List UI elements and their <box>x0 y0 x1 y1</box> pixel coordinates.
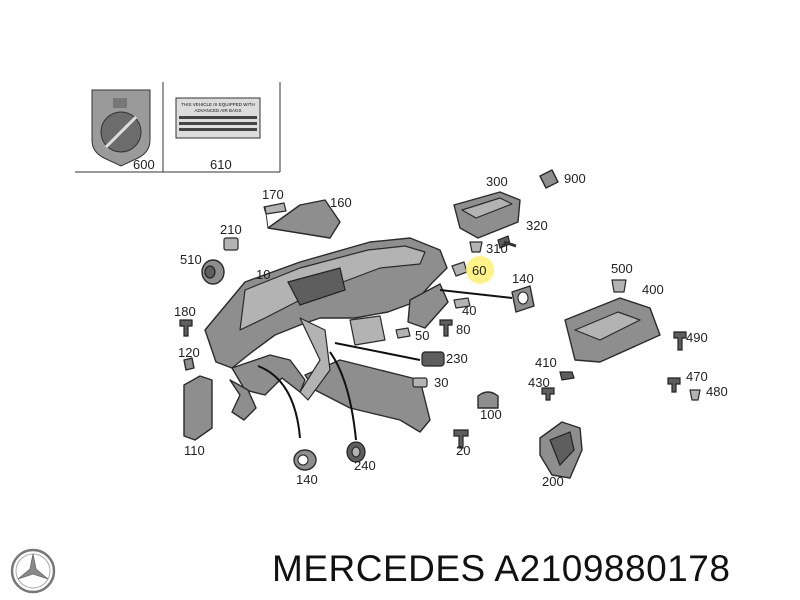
callout-320: 320 <box>526 218 548 233</box>
part-140-right <box>511 285 535 313</box>
callout-400: 400 <box>642 282 664 297</box>
callout-310: 310 <box>486 241 508 256</box>
callout-20: 20 <box>456 443 470 458</box>
callout-10: 10 <box>256 267 270 282</box>
callout-40: 40 <box>462 303 476 318</box>
callout-500: 500 <box>611 261 633 276</box>
part-470 <box>667 377 681 393</box>
callout-labels: 170 160 210 510 10 180 120 110 140 240 2… <box>174 171 728 489</box>
part-40 <box>453 297 471 309</box>
part-480 <box>689 389 701 401</box>
callout-210: 210 <box>220 222 242 237</box>
part-320 <box>497 235 517 249</box>
callout-510: 510 <box>180 252 202 267</box>
leader-lines <box>257 205 513 441</box>
airbag-warning-label-icon <box>91 89 151 167</box>
part-410 <box>559 371 575 381</box>
labels-box: 600 THIS VEHICLE IS EQUIPPED WITH ADVANC… <box>75 82 281 173</box>
part-30 <box>412 377 428 388</box>
mercedes-star-icon <box>10 548 56 594</box>
callout-300: 300 <box>486 174 508 189</box>
part-240 <box>346 441 366 463</box>
callout-140-bottom: 140 <box>296 472 318 487</box>
brand-part-number: MERCEDES A2109880178 <box>272 548 731 589</box>
part-100 <box>477 391 499 409</box>
label-line-2: ADVANCED AIR BAGS <box>195 108 242 113</box>
part-430 <box>541 387 555 401</box>
part-900 <box>539 169 559 189</box>
callout-60-highlight <box>466 256 494 284</box>
part-140-bottom <box>293 449 317 471</box>
callout-140-right: 140 <box>512 271 534 286</box>
callout-120: 120 <box>178 345 200 360</box>
callout-240: 240 <box>354 458 376 473</box>
callout-490: 490 <box>686 330 708 345</box>
callout-50: 50 <box>415 328 429 343</box>
part-200 <box>539 421 583 479</box>
part-300 <box>453 191 521 239</box>
callout-60: 60 <box>472 263 486 278</box>
callout-410: 410 <box>535 355 557 370</box>
callout-80: 80 <box>456 322 470 337</box>
part-80 <box>439 319 453 337</box>
part-160 <box>267 199 341 239</box>
callout-430: 430 <box>528 375 550 390</box>
part-510 <box>201 259 225 285</box>
part-50 <box>395 327 411 339</box>
part-180 <box>179 319 193 337</box>
callout-900: 900 <box>564 171 586 186</box>
part-310 <box>469 241 483 253</box>
part-20 <box>453 429 469 449</box>
callout-100: 100 <box>480 407 502 422</box>
part-60 <box>451 261 468 277</box>
callout-110: 110 <box>184 443 205 458</box>
callout-480: 480 <box>706 384 728 399</box>
part-120 <box>183 357 195 371</box>
part-400 <box>564 297 661 363</box>
callout-170: 170 <box>262 187 284 202</box>
callout-470: 470 <box>686 369 708 384</box>
part-110 <box>183 375 213 441</box>
callout-160: 160 <box>330 195 352 210</box>
part-210 <box>223 237 239 251</box>
callout-30: 30 <box>434 375 448 390</box>
callout-610: 610 <box>210 157 232 172</box>
callout-230: 230 <box>446 351 468 366</box>
label-line-1: THIS VEHICLE IS EQUIPPED WITH <box>181 102 255 107</box>
part-490 <box>673 331 687 351</box>
part-170 <box>263 202 287 215</box>
dashboard-main-part <box>204 237 449 433</box>
callout-600: 600 <box>133 157 155 172</box>
part-230 <box>421 351 445 367</box>
advanced-airbag-label-icon: THIS VEHICLE IS EQUIPPED WITH ADVANCED A… <box>175 97 261 139</box>
part-500 <box>611 279 627 293</box>
callout-180: 180 <box>174 304 196 319</box>
callout-200: 200 <box>542 474 564 489</box>
